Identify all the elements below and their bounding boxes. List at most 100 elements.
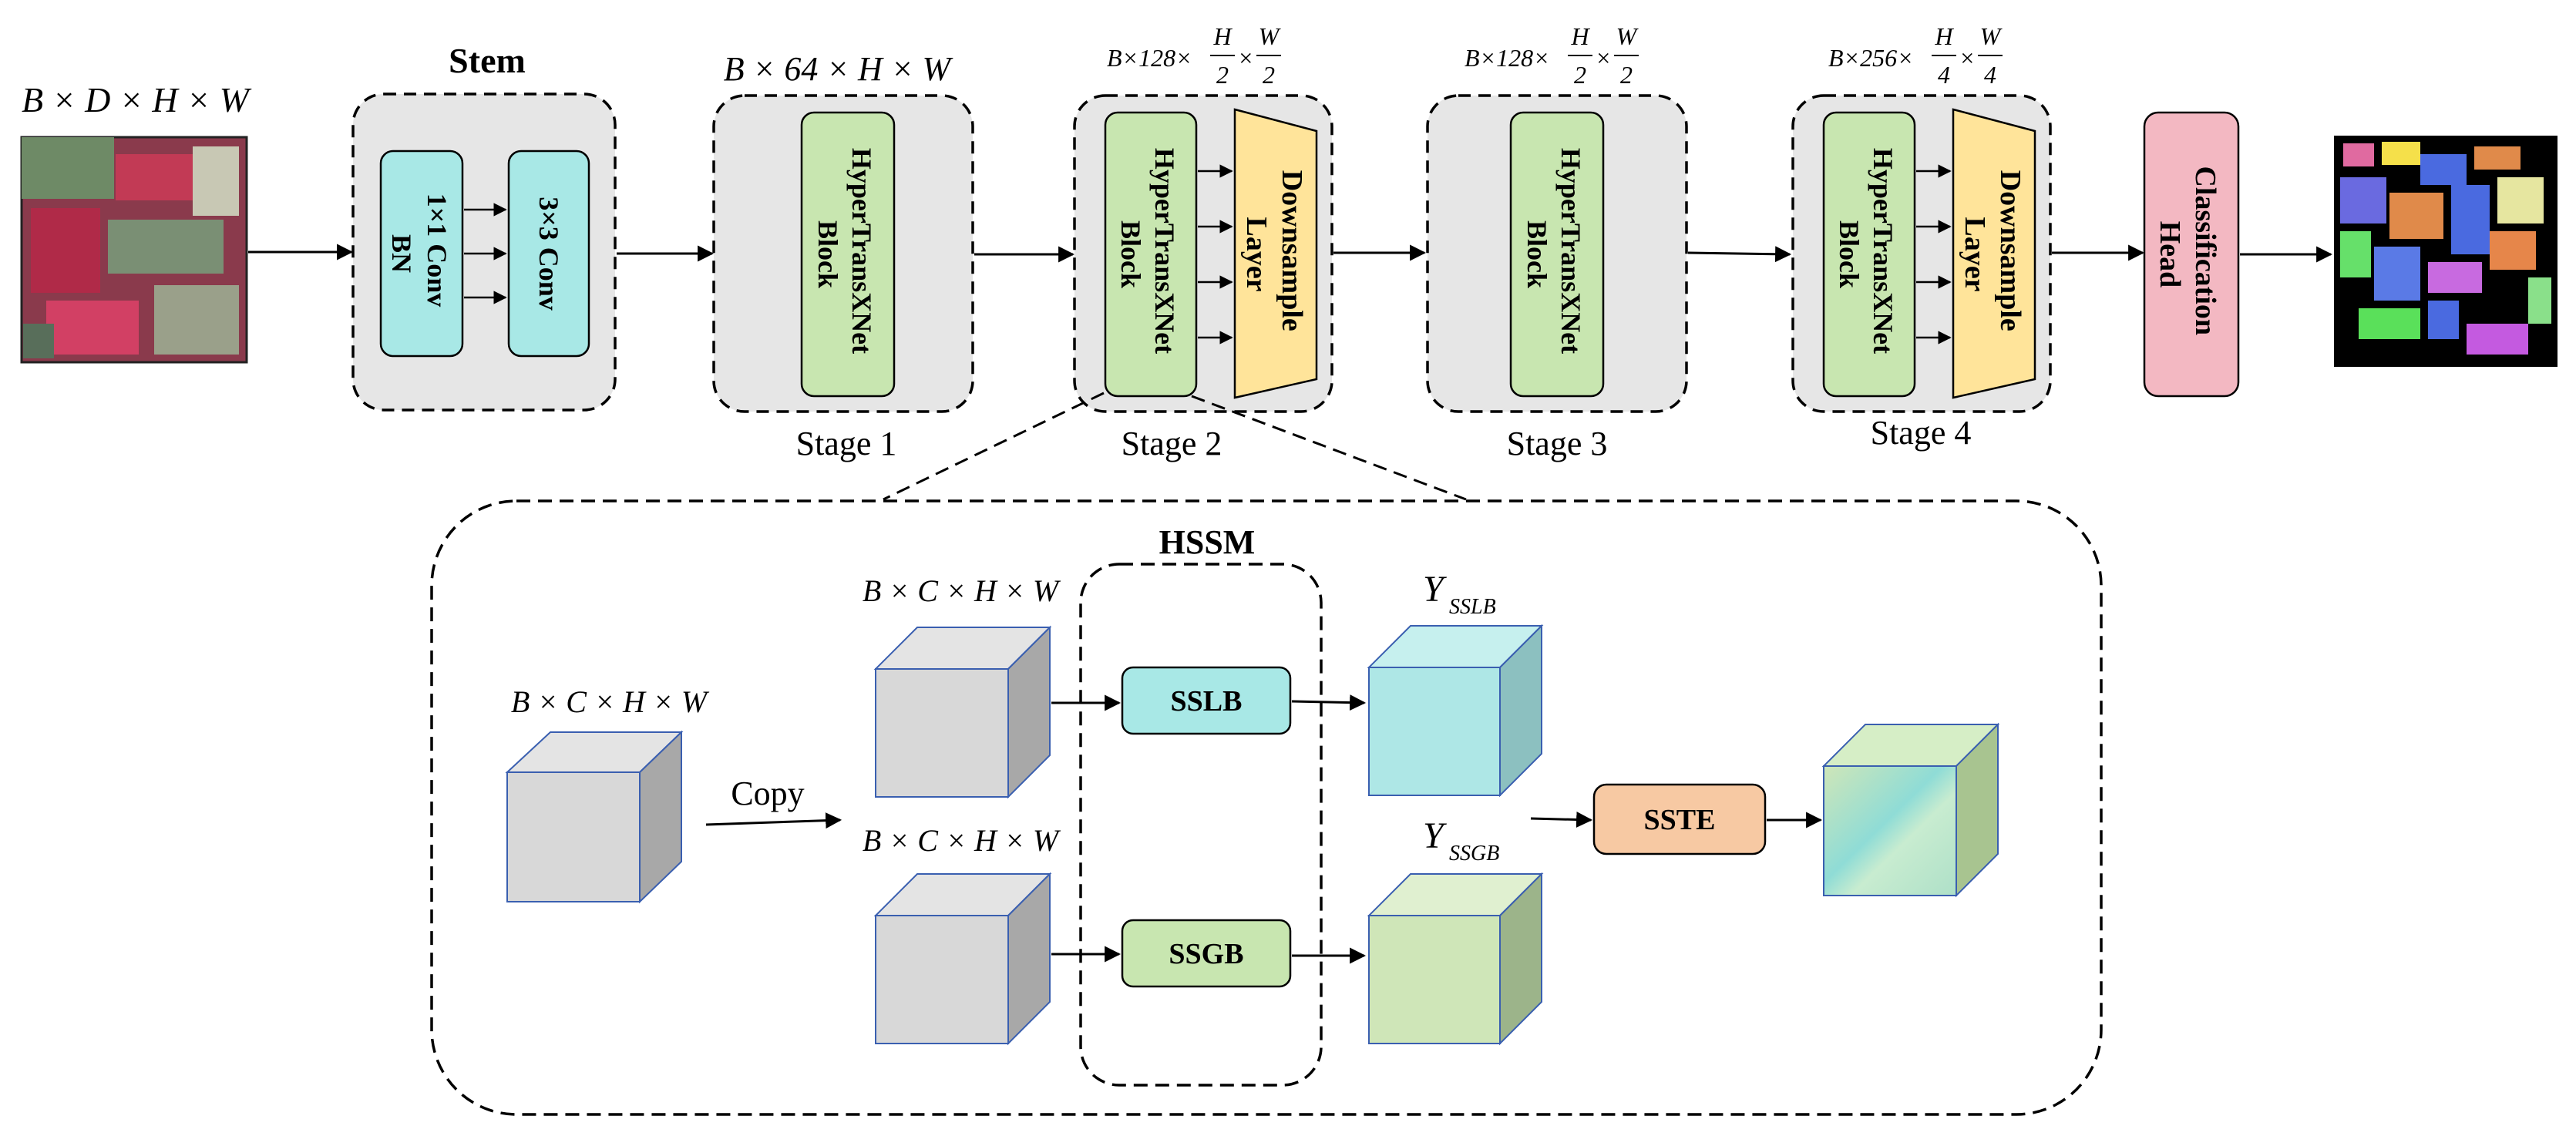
stage2-block-box (1104, 111, 1198, 398)
stem-conv2-label: 3×3 Conv (533, 197, 564, 311)
stage1-label: Stage 1 (796, 425, 897, 462)
branch-bottom-cube (873, 872, 1052, 1046)
arrow-sslb-to-output (1291, 694, 1367, 711)
y-sslb-sub: SSLB (1449, 595, 1496, 619)
y-ssgb-sub: SSGB (1449, 842, 1499, 865)
stage4-dims-den2: 4 (1984, 61, 1996, 89)
stage2-group: B×128× H 2 × W 2 HyperTransXNet Block Do… (1073, 22, 1333, 462)
stage2-dims: B×128× H 2 × W 2 (1107, 22, 1282, 89)
stem-group: Stem 1×1 Conv BN 3×3 Conv (351, 41, 617, 412)
sste-label: SSTE (1644, 804, 1716, 836)
stage3-group: B×128× H 2 × W 2 HyperTransXNet Block St… (1426, 22, 1688, 462)
stage3-dims-w: W (1616, 22, 1639, 50)
stage3-dims-h: H (1570, 22, 1590, 50)
head-line1: Classification (2189, 166, 2221, 335)
stage4-block-line2: Block (1834, 220, 1865, 288)
stage3-block-line1: HyperTransXNet (1555, 148, 1586, 354)
branch-top-cube (873, 625, 1052, 799)
stem-conv1-box (379, 150, 464, 358)
y-sslb-cube (1367, 623, 1544, 798)
classification-head-group: Classification Head (2143, 111, 2240, 398)
fused-output-cube (1821, 722, 2000, 898)
stage1-dims: B × 64 × H × W (724, 50, 953, 88)
stage2-dims-prefix: B×128× (1107, 44, 1192, 72)
y-ssgb-cube (1367, 872, 1544, 1046)
ssgb-label: SSGB (1169, 938, 1243, 970)
stage2-downsample-trapezoid (1233, 108, 1318, 399)
classification-head-box (2143, 111, 2240, 398)
input-hyperspectral-image (20, 136, 248, 364)
stage4-downsample-trapezoid (1952, 108, 2036, 399)
stage4-dims-times: × (1959, 44, 1976, 72)
stage4-dims-den1: 4 (1938, 61, 1950, 89)
arrow-stage3-to-stage4 (1687, 246, 1792, 263)
stage4-dims-prefix: B×256× (1828, 44, 1914, 72)
input-dims-label: B × D × H × W (22, 80, 252, 119)
stage2-downsample-label: Downsample Layer (1240, 170, 1308, 339)
hssm-outer-panel (430, 499, 2103, 1116)
stage2-down-line1: Downsample (1276, 170, 1308, 331)
stage4-block-label: HyperTransXNet Block (1834, 148, 1898, 361)
stage4-dims-h: H (1934, 22, 1954, 50)
stage3-block-box (1509, 111, 1605, 398)
y-ssgb-label: Y SSGB (1423, 815, 1499, 865)
stage3-dims-den2: 2 (1620, 61, 1633, 89)
hssm-input-dims: B × C × H × W (511, 684, 710, 719)
stage1-block-line1: HyperTransXNet (846, 148, 877, 354)
stage1-block-line2: Block (812, 220, 843, 288)
stage2-block-label: HyperTransXNet Block (1115, 148, 1180, 361)
stage4-down-line1: Downsample (1994, 170, 2026, 331)
hssm-title: HSSM (1159, 523, 1256, 561)
stem-conv1-line1: 1×1 Conv (422, 193, 452, 308)
stem-conv1-label: 1×1 Conv BN (386, 193, 452, 314)
stage2-dims-w: W (1259, 22, 1282, 50)
stage4-block-box (1822, 111, 1916, 398)
head-line2: Head (2154, 221, 2186, 288)
stage3-dims-prefix: B×128× (1465, 44, 1550, 72)
stage1-block-box (800, 111, 896, 398)
stage2-dims-h: H (1212, 22, 1233, 50)
stage3-label: Stage 3 (1507, 425, 1608, 462)
sslb-box (1121, 666, 1292, 735)
hssm-inner-panel (1079, 563, 1323, 1087)
stage3-dims-times: × (1595, 44, 1612, 72)
stem-conv2-box (507, 150, 590, 358)
hssm-detail-group: HSSM B × C × H × W Copy B × C × H × W SS… (430, 392, 2103, 1116)
classification-head-label: Classification Head (2154, 166, 2221, 342)
stage2-block-line1: HyperTransXNet (1149, 148, 1180, 354)
stage2-down-line2: Layer (1240, 217, 1273, 291)
y-sslb-label: Y SSLB (1423, 569, 1496, 619)
stage4-group: B×256× H 4 × W 4 HyperTransXNet Block Do… (1791, 22, 2052, 452)
copy-label: Copy (731, 775, 804, 812)
branch-top-dims: B × C × H × W (863, 573, 1061, 608)
stem-title: Stem (449, 41, 526, 80)
branch-bottom-dims: B × C × H × W (863, 823, 1061, 858)
stage2-label: Stage 2 (1122, 425, 1222, 462)
stage3-dims: B×128× H 2 × W 2 (1465, 22, 1639, 89)
stage2-dims-den1: 2 (1216, 61, 1229, 89)
y-ssgb-y: Y (1423, 815, 1447, 856)
ssgb-box (1121, 919, 1292, 988)
hssm-input-cube (505, 730, 684, 904)
stage3-block-line2: Block (1522, 220, 1552, 288)
stage4-down-line2: Layer (1959, 217, 1991, 291)
stem-conv1-line2: BN (386, 234, 417, 273)
stage1-group: B × 64 × H × W HyperTransXNet Block Stag… (712, 50, 974, 462)
input-image-group: B × D × H × W (20, 80, 252, 364)
stage4-label: Stage 4 (1871, 414, 1972, 452)
stage3-dims-den1: 2 (1574, 61, 1586, 89)
sslb-label: SSLB (1171, 685, 1243, 718)
stage4-dims: B×256× H 4 × W 4 (1828, 22, 2003, 89)
stage4-block-line1: HyperTransXNet (1868, 148, 1898, 354)
zoom-line-right (1191, 395, 1467, 501)
stage2-block-line2: Block (1115, 220, 1146, 288)
sste-box (1592, 783, 1767, 855)
zoom-line-left (883, 392, 1105, 501)
stage2-dims-times: × (1237, 44, 1254, 72)
stage4-dims-w: W (1980, 22, 2003, 50)
stage1-block-label: HyperTransXNet Block (812, 148, 877, 361)
stage2-dims-den2: 2 (1263, 61, 1275, 89)
copy-arrow (705, 812, 842, 829)
